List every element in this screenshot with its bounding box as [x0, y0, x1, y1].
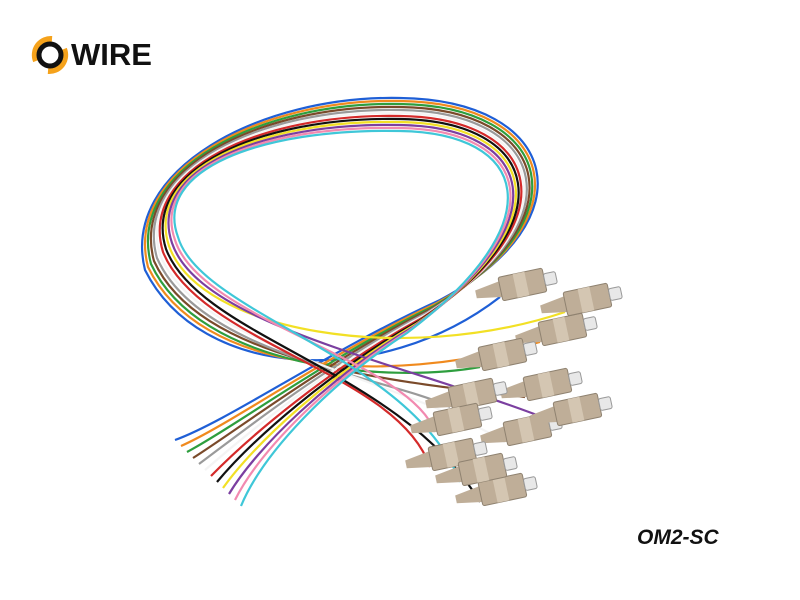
- fiber-strand: [173, 129, 509, 507]
- fiber-strand: [155, 111, 525, 471]
- brand-logo: WIRE: [30, 34, 152, 76]
- fiber-strand: [161, 117, 520, 503]
- sc-connector: [475, 267, 558, 302]
- sc-connector: [540, 282, 623, 317]
- logo-o-mark-icon: [31, 35, 69, 75]
- sc-connector: [410, 402, 493, 437]
- sc-connectors: [405, 267, 623, 507]
- product-model-label: OM2-SC: [637, 526, 719, 549]
- fiber-strand: [144, 99, 541, 448]
- sc-connector: [425, 377, 508, 412]
- fiber-strand: [149, 105, 531, 459]
- sc-connector: [500, 367, 583, 402]
- sc-connector: [455, 337, 538, 372]
- sc-connector: [530, 392, 613, 427]
- fiber-strand: [170, 126, 512, 501]
- sc-connector: [435, 452, 518, 487]
- fiber-strand: [158, 114, 523, 477]
- fiber-strand: [152, 108, 528, 465]
- fiber-strand: [147, 102, 534, 453]
- fiber-strand: [141, 96, 539, 442]
- fiber-cables: [141, 96, 566, 507]
- logo-text: WIRE: [71, 37, 152, 72]
- sc-connector: [455, 472, 538, 507]
